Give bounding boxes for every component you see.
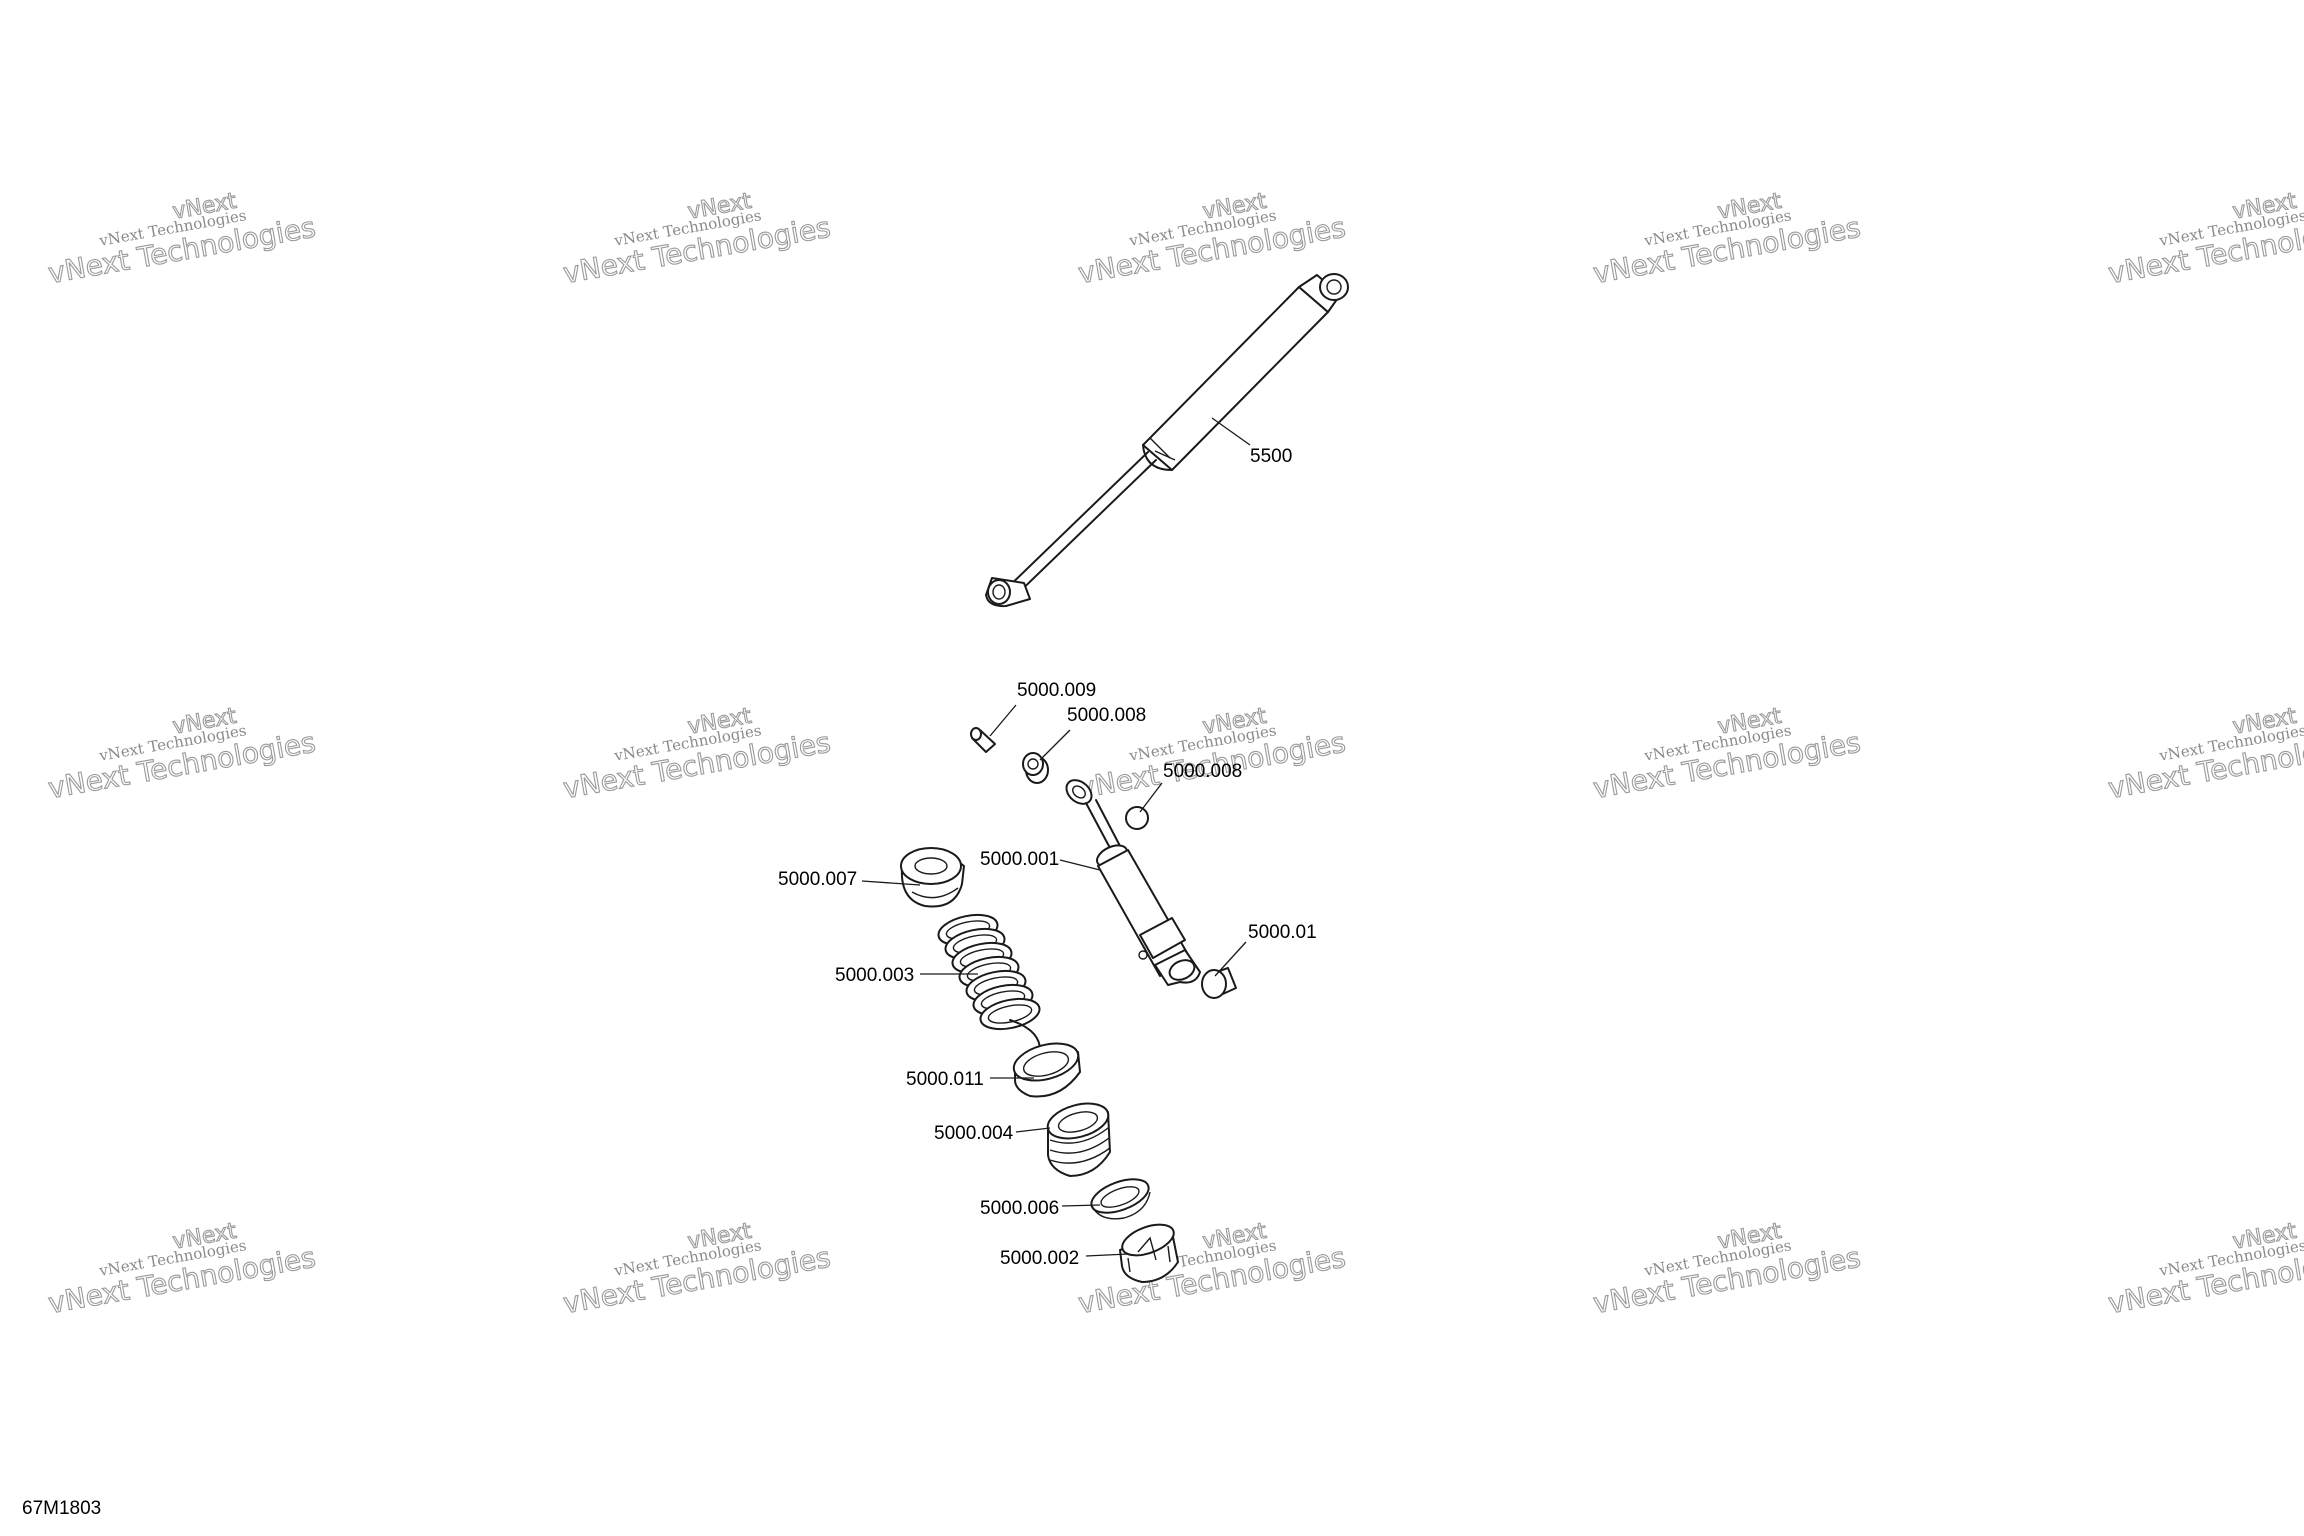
callout-5000-01: 5000.01	[1248, 922, 1317, 943]
part-5000-006-washer[interactable]	[1087, 1173, 1153, 1220]
part-5000-004-adjuster[interactable]	[1044, 1098, 1112, 1177]
callout-5000-008-side: 5000.008	[1163, 761, 1242, 782]
part-5000-01-bushing[interactable]	[1201, 967, 1237, 999]
part-5000-008-bushing-side[interactable]	[1125, 806, 1149, 830]
callout-labels: 5500 5000.009 5000.008 5000.008 5000.001…	[778, 446, 1317, 1269]
callout-5000-002: 5000.002	[1000, 1248, 1079, 1269]
part-5000-009-pin[interactable]	[970, 727, 996, 753]
part-5000-008-bushing-top[interactable]	[1022, 752, 1049, 784]
callout-5000-004: 5000.004	[934, 1123, 1014, 1144]
callout-5000-011: 5000.011	[906, 1069, 984, 1090]
spring-coil	[979, 997, 1041, 1031]
callout-5000-001: 5000.001	[980, 849, 1059, 870]
part-5000-001-shock[interactable]	[1062, 775, 1201, 986]
callout-5000-006: 5000.006	[980, 1198, 1059, 1219]
figure-id: 67M1803	[22, 1498, 101, 1519]
part-5500-gas-strut[interactable]	[985, 273, 1349, 608]
callout-5000-009: 5000.009	[1017, 680, 1096, 701]
part-5000-003-spring[interactable]	[936, 910, 1043, 1051]
spring-coil-inner	[987, 1004, 1033, 1024]
part-5000-011-ring[interactable]	[1010, 1037, 1083, 1098]
part-5000-002-cap[interactable]	[1118, 1219, 1179, 1283]
leader-lines	[861, 417, 1251, 1257]
callout-5000-003: 5000.003	[835, 965, 914, 986]
callout-5000-008-top: 5000.008	[1067, 705, 1146, 726]
callout-5500: 5500	[1250, 446, 1292, 467]
part-5000-007-retainer[interactable]	[900, 847, 965, 908]
callout-5000-007: 5000.007	[778, 869, 857, 890]
